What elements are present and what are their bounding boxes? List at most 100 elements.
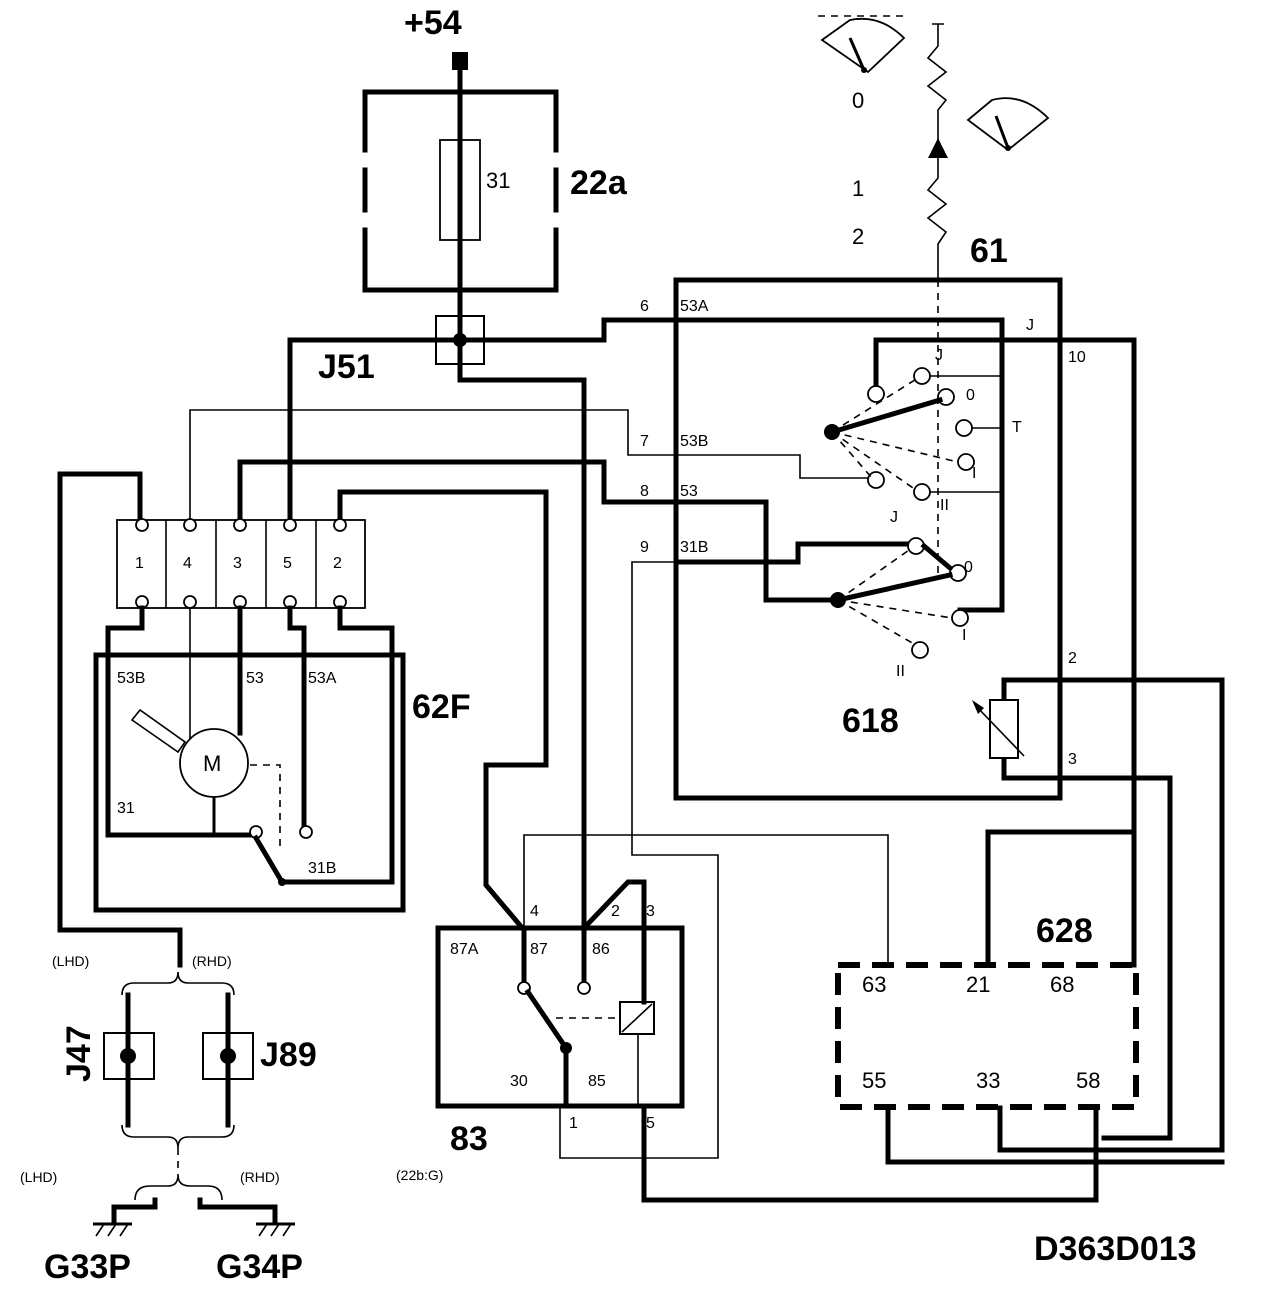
lower-pos-2: II xyxy=(896,663,905,680)
ground-g33p-label: G33P xyxy=(44,1248,131,1286)
relay-pin-85: 85 xyxy=(588,1073,606,1090)
switch-wire-6: 6 xyxy=(640,298,649,315)
switch-id: 61 xyxy=(970,232,1008,270)
junction-j47-label: J47 xyxy=(60,1025,98,1082)
switch-wire-10: 10 xyxy=(1068,349,1086,366)
connector-pin-2-top xyxy=(333,518,347,532)
relay-wire-1: 1 xyxy=(569,1115,578,1132)
motor-park-contact-b xyxy=(299,825,313,839)
indicator-label-2: 2 xyxy=(852,224,864,249)
timer-pin-58: 58 xyxy=(1076,1068,1100,1093)
relay-pin-86: 86 xyxy=(592,941,610,958)
fuse-rating: 31 xyxy=(486,168,510,193)
indicator-label-0: 0 xyxy=(852,88,864,113)
relay-wire-4: 4 xyxy=(530,903,539,920)
upper-pos-2: II xyxy=(940,497,949,514)
upper-pos-j: J xyxy=(935,347,943,364)
switch-node-53b: 53B xyxy=(680,433,708,450)
upper-contact-j2 xyxy=(913,367,931,385)
timer-pin-55: 55 xyxy=(862,1068,886,1093)
connector-pin-label-3: 3 xyxy=(233,555,242,572)
upper-contact-t xyxy=(955,419,973,437)
lower-contact-1 xyxy=(951,609,969,627)
switch-wire-7: 7 xyxy=(640,433,649,450)
motor-terminal-53: 53 xyxy=(246,670,264,687)
timer-pin-63: 63 xyxy=(862,972,886,997)
connector-pin-label-1: 1 xyxy=(135,555,144,572)
ground-g34p-icon xyxy=(256,1222,295,1237)
drawing-code: D363D013 xyxy=(1034,1230,1197,1268)
connector-pin-5-top xyxy=(283,518,297,532)
upper-contact-j1 xyxy=(867,385,885,403)
knob-spring-icon xyxy=(926,23,948,280)
fuse-id: 22a xyxy=(570,164,628,202)
upper-contact-1 xyxy=(957,453,975,471)
switch-node-53: 53 xyxy=(680,483,698,500)
motor-terminal-53a: 53A xyxy=(308,670,337,687)
switch-wire-2: 2 xyxy=(1068,650,1077,667)
timer-pin-68: 68 xyxy=(1050,972,1074,997)
lower-pos-0: 0 xyxy=(964,559,973,576)
relay-pin-87: 87 xyxy=(530,941,548,958)
connector-pin-label-5: 5 xyxy=(283,555,292,572)
upper-pos-t: T xyxy=(1012,419,1022,436)
lhd-label-upper: (LHD) xyxy=(52,953,89,969)
upper-pos-1: I xyxy=(972,465,976,482)
relay-ref: (22b:G) xyxy=(396,1167,443,1183)
relay-contact-86 xyxy=(577,981,591,995)
timer-pin-21: 21 xyxy=(966,972,990,997)
rhd-label-lower: (RHD) xyxy=(240,1169,280,1185)
connector-pin-4-bottom xyxy=(183,595,197,609)
switch-module-id: 618 xyxy=(842,702,899,740)
switch-node-j: J xyxy=(1026,317,1034,334)
lhd-label-lower: (LHD) xyxy=(20,1169,57,1185)
ground-g34p-label: G34P xyxy=(216,1248,303,1286)
relay-pin-30: 30 xyxy=(510,1073,528,1090)
switch-wire-3: 3 xyxy=(1068,751,1077,768)
motor-id: 62F xyxy=(412,688,471,726)
timer-pin-33: 33 xyxy=(976,1068,1000,1093)
connector-pin-1-top xyxy=(135,518,149,532)
supply-terminal xyxy=(452,52,468,70)
intermittent-dial-icon xyxy=(818,15,906,74)
upper-pos-0: 0 xyxy=(966,387,975,404)
rhd-label-upper: (RHD) xyxy=(192,953,232,969)
junction-j89-label: J89 xyxy=(260,1036,317,1074)
connector-pin-label-4: 4 xyxy=(183,555,192,572)
upper-contact-2b xyxy=(913,483,931,501)
lower-pos-1: I xyxy=(962,627,966,644)
lower-pos-j: J xyxy=(890,509,898,526)
switch-node-31b: 31B xyxy=(680,539,708,556)
motor-housing-62f xyxy=(93,652,406,913)
switch-node-53a: 53A xyxy=(680,298,709,315)
timer-id: 628 xyxy=(1036,912,1093,950)
motor-terminal-31b: 31B xyxy=(308,860,336,877)
supply-label: +54 xyxy=(404,4,462,42)
motor-brush-icon xyxy=(130,708,187,754)
rheostat-icon xyxy=(989,699,1019,759)
relay-wire-3: 3 xyxy=(646,903,655,920)
indicator-label-1: 1 xyxy=(852,176,864,201)
speed-dial-icon xyxy=(966,97,1050,152)
motor-connector xyxy=(116,519,366,609)
knob-arrow-icon xyxy=(928,138,948,158)
motor-terminal-31: 31 xyxy=(117,800,135,817)
relay-wire-2: 2 xyxy=(611,903,620,920)
connector-pin-label-2: 2 xyxy=(333,555,342,572)
relay-id: 83 xyxy=(450,1120,488,1158)
upper-contact-2a xyxy=(867,471,885,489)
connector-pin-3-top xyxy=(233,518,247,532)
upper-contact-0 xyxy=(937,388,955,406)
connector-pin-4-top xyxy=(183,518,197,532)
lower-contact-2 xyxy=(911,641,929,659)
switch-wire-8: 8 xyxy=(640,483,649,500)
ground-g33p-icon xyxy=(93,1222,132,1237)
relay-pin-87a: 87A xyxy=(450,941,479,958)
motor-terminal-53b: 53B xyxy=(117,670,145,687)
switch-module-618 xyxy=(673,277,1063,801)
junction-j51-label: J51 xyxy=(318,348,375,386)
switch-wire-9: 9 xyxy=(640,539,649,556)
relay-wire-5: 5 xyxy=(646,1115,655,1132)
motor-symbol-label: M xyxy=(203,751,221,776)
